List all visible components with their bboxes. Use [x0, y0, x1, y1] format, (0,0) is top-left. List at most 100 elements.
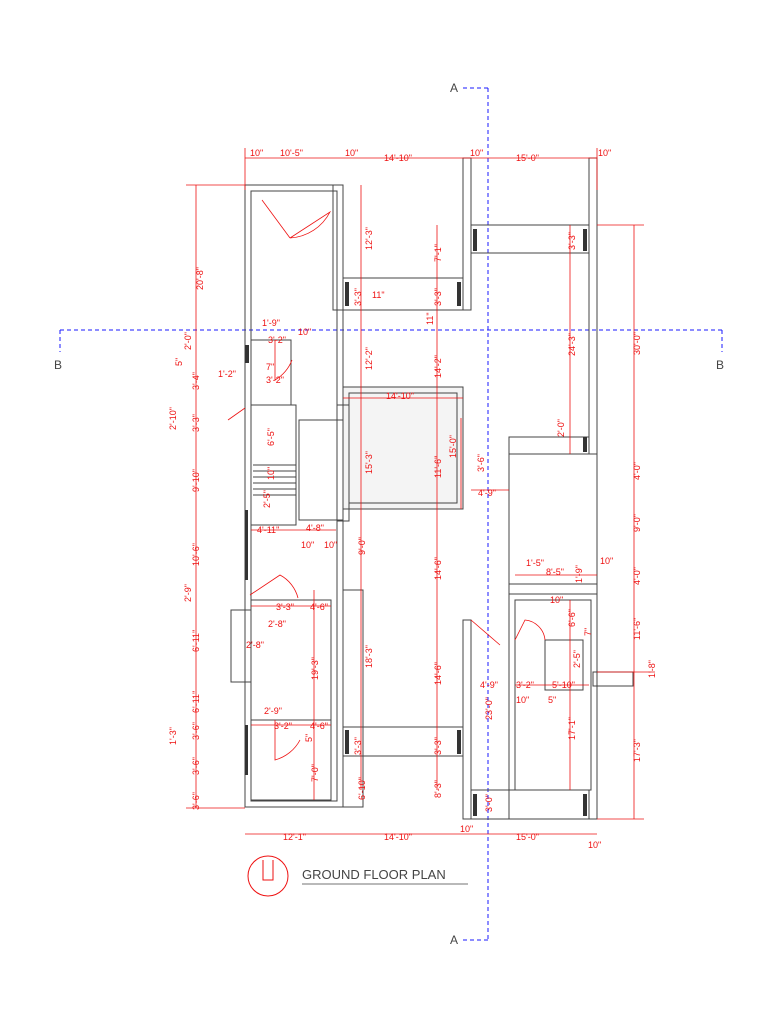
dim-left-11: 2'-8" [246, 640, 264, 650]
dimension-text-left: 20'-8" 2'-0" 5" 3'-4" 1'-2" 2'-10" 3'-3"… [168, 267, 264, 810]
dim-inner-16: 15'-3" [364, 451, 374, 474]
dim-inner-26: 9'-0" [357, 537, 367, 555]
dim-inner-29: 8'-5" [546, 567, 564, 577]
dim-top-0: 10" [250, 148, 263, 158]
dim-inner-44: 2'-5" [572, 650, 582, 668]
dim-inner-58: 3'-0" [484, 794, 494, 812]
dim-inner-19: 3'-6" [476, 454, 486, 472]
dimension-text-bottom: 12'-1" 14'-10" 10" 15'-0" 10" [283, 824, 601, 850]
dim-left-7: 9'-10" [191, 469, 201, 492]
section-line-b: B B [54, 329, 724, 372]
dim-inner-52: 17'-1" [567, 717, 577, 740]
dim-inner-48: 2'-9" [264, 706, 282, 716]
dim-inner-36: 4'-6" [310, 602, 328, 612]
dim-inner-28: 1'-5" [526, 558, 544, 568]
dim-bottom-4: 10" [588, 840, 601, 850]
dim-inner-43: 5'-10" [552, 680, 575, 690]
dim-inner-45: 10" [516, 695, 529, 705]
dim-inner-7: 3'-2" [268, 335, 286, 345]
dim-inner-38: 19'-3" [310, 657, 320, 680]
dim-inner-12: 14'-2" [433, 355, 443, 378]
dim-left-0: 20'-8" [195, 267, 205, 290]
dim-inner-40: 14'-6" [433, 662, 443, 685]
dim-left-8: 10'-6" [191, 543, 201, 566]
dim-bottom-0: 12'-1" [283, 832, 306, 842]
dim-inner-35: 3'-3" [276, 602, 294, 612]
dim-bottom-2: 10" [460, 824, 473, 834]
dim-inner-30: 1'-9" [574, 565, 584, 583]
dim-left-15: 3'-6" [191, 757, 201, 775]
section-label-b-left: B [54, 358, 62, 372]
dim-right-0: 3'-3" [567, 232, 577, 250]
dim-inner-3: 7'-1" [433, 244, 443, 262]
dim-inner-56: 6'-10" [357, 777, 367, 800]
dim-inner-11: 12'-2" [364, 347, 374, 370]
dim-inner-53: 3'-3" [353, 737, 363, 755]
dim-top-3: 14'-10" [384, 153, 412, 163]
dim-inner-46: 5" [548, 695, 556, 705]
dim-top-4: 10" [470, 148, 483, 158]
dim-inner-47: 23'-0" [484, 697, 494, 720]
windows [245, 229, 587, 816]
dim-inner-24: 10" [301, 540, 314, 550]
dimension-text-top: 10" 10'-5" 10" 14'-10" 10" 15'-0" 10" [250, 148, 611, 163]
dim-top-1: 10'-5" [280, 148, 303, 158]
plan-title: GROUND FLOOR PLAN [302, 867, 446, 882]
dim-bottom-1: 14'-10" [384, 832, 412, 842]
dim-inner-49: 3'-2" [274, 721, 292, 731]
dim-right-7: 11'-6" [632, 618, 642, 640]
dim-left-6: 3'-3" [191, 414, 201, 432]
dim-inner-57: 8'-3" [433, 780, 443, 798]
dim-left-12: 6'-11" [191, 691, 201, 713]
dim-inner-25: 10" [324, 540, 337, 550]
dim-left-3: 3'-4" [191, 372, 201, 390]
dim-left-4: 1'-2" [218, 369, 236, 379]
dim-inner-20: 4'-9" [478, 488, 496, 498]
section-line-a: A A [450, 81, 489, 947]
dim-inner-37: 2'-8" [268, 619, 286, 629]
dim-inner-33: 6'-6" [567, 609, 577, 627]
dim-inner-54: 3'-3" [433, 737, 443, 755]
dim-inner-39: 18'-3" [364, 645, 374, 668]
dim-inner-55: 7'-0" [310, 764, 320, 782]
dim-inner-42: 3'-2" [516, 680, 534, 690]
dim-left-2: 5" [174, 358, 184, 366]
dim-inner-2: 11" [372, 290, 385, 300]
dim-inner-50: 4'-6" [310, 721, 328, 731]
dim-inner-18: 11'-6" [433, 456, 443, 478]
dim-inner-1: 3'-3" [353, 288, 363, 306]
dim-right-3: 2'-0" [556, 419, 566, 437]
dim-right-8: 1'-8" [647, 660, 657, 678]
dim-inner-9: 7" [266, 362, 274, 372]
dim-right-5: 9'-0" [632, 514, 642, 532]
dim-inner-8: 10" [298, 327, 311, 337]
dimension-text-right: 3'-3" 30'-0" 24'-3" 2'-0" 4'-0" 9'-0" 4'… [556, 232, 657, 762]
dim-inner-22: 4'-11" [257, 525, 279, 535]
section-label-a-top: A [450, 81, 458, 95]
dimension-lines [186, 148, 655, 835]
dim-inner-13: 14'-10" [386, 391, 414, 401]
dim-left-14: 3'-6" [191, 722, 201, 740]
dim-inner-21: 2'-5" [262, 490, 272, 508]
dim-bottom-3: 15'-0" [516, 832, 539, 842]
dim-inner-4: 3'-3" [433, 288, 443, 306]
dim-top-6: 10" [598, 148, 611, 158]
walls [230, 157, 634, 820]
dim-inner-6: 1'-9" [262, 318, 280, 328]
dim-left-1: 2'-0" [183, 332, 193, 350]
dim-right-4: 4'-0" [632, 462, 642, 480]
dim-inner-51: 5" [304, 734, 314, 742]
dim-left-16: 3'-6" [191, 792, 201, 810]
dim-inner-0: 12'-3" [364, 227, 374, 250]
dim-left-5: 2'-10" [168, 407, 178, 430]
title-block: GROUND FLOOR PLAN [247, 855, 468, 897]
north-symbol-icon [247, 855, 289, 897]
dim-inner-23: 4'-8" [306, 523, 324, 533]
dim-right-2: 24'-3" [567, 333, 577, 356]
dim-inner-17: 15'-0" [448, 435, 458, 458]
dim-right-9: 17'-3" [632, 739, 642, 762]
dimension-text-inner: 12'-3" 3'-3" 11" 7'-1" 3'-3" 11" 1'-9" 3… [257, 227, 613, 812]
dim-inner-31: 10" [600, 556, 613, 566]
dim-inner-32: 10" [550, 595, 563, 605]
